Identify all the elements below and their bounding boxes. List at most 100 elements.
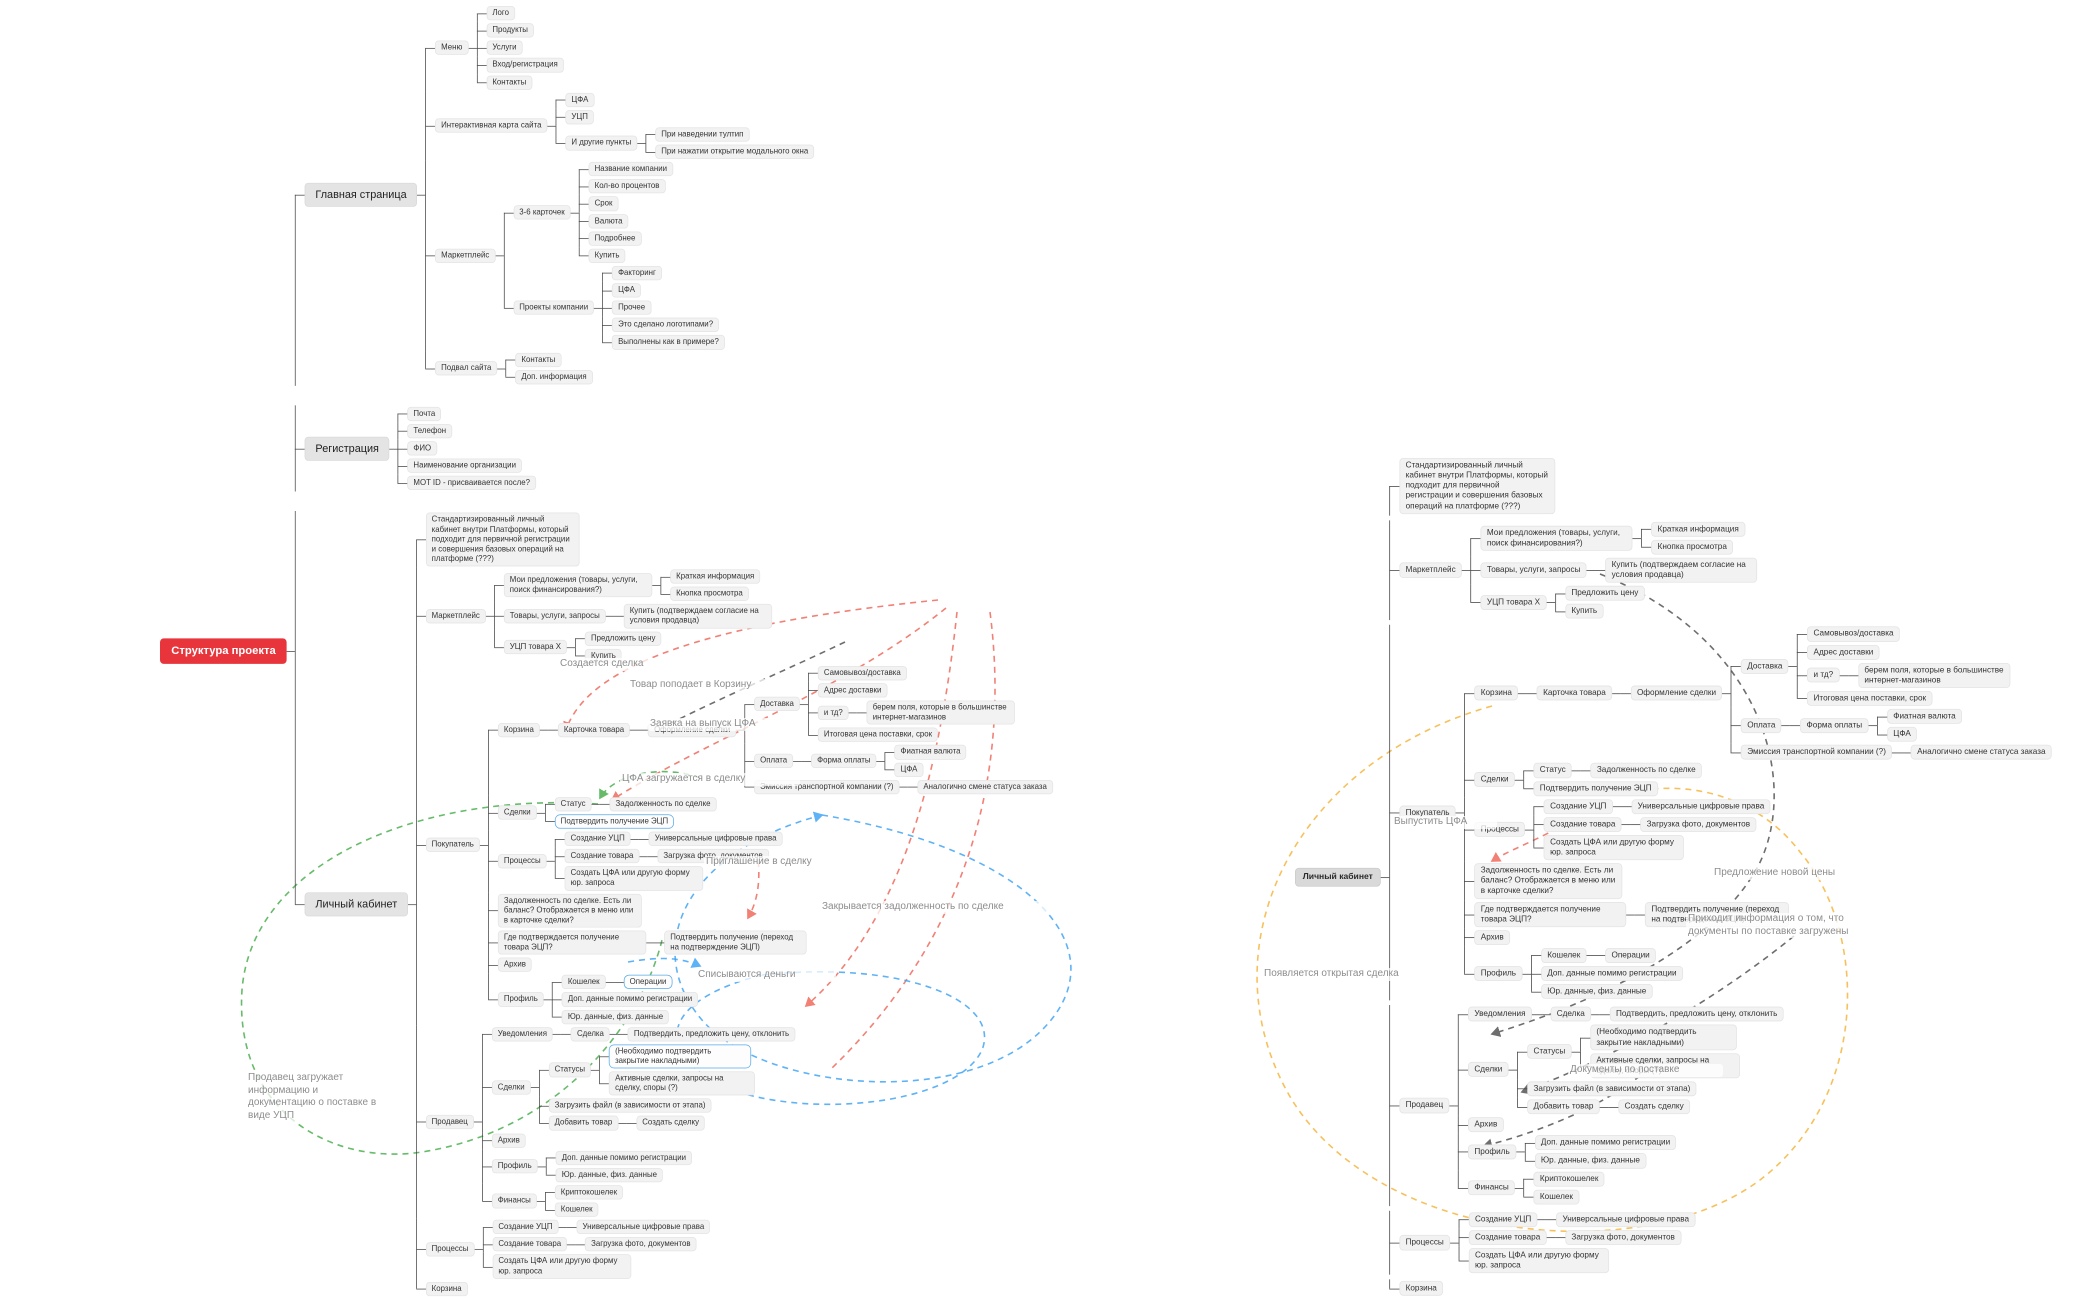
tree-node[interactable]: Корзина (497, 722, 540, 738)
tree-node[interactable]: Подтвердить, предложить цену, отклонить (627, 1026, 796, 1042)
tree-node[interactable]: Адрес доставки (1807, 644, 1880, 660)
tree-node[interactable]: Профиль (497, 992, 544, 1007)
tree-node[interactable]: Профиль (1468, 1144, 1516, 1160)
tree-node[interactable]: Загрузка фото, документов (585, 1237, 697, 1252)
tree-node[interactable]: Маркетплейс (435, 248, 496, 263)
tree-node[interactable]: Эмиссия транспортной компании (?) (1741, 744, 1893, 760)
tree-node[interactable]: берем поля, которые в большинстве интерн… (1858, 662, 2011, 688)
tree-node[interactable]: Создать ЦФА или другую форму юр. запроса (1468, 1248, 1609, 1274)
tree-node[interactable]: Мои предложения (товары, услуги, поиск ф… (1480, 525, 1633, 551)
tree-node[interactable]: Карточка товара (557, 722, 631, 738)
tree-node[interactable]: Это сделано логотипами? (612, 317, 720, 333)
tree-node[interactable]: Загрузка фото, документов (1640, 817, 1757, 832)
tree-node[interactable]: Уведомления (1468, 1006, 1532, 1022)
tree-node[interactable]: Где подтверждается получение товара ЭЦП? (497, 930, 647, 955)
tree-node[interactable]: Загрузить файл (в зависимости от этапа) (1527, 1081, 1697, 1097)
tree-node[interactable]: Самовывоз/доставка (1807, 626, 1900, 642)
tree-node[interactable]: Подробнее (588, 231, 642, 246)
tree-node[interactable]: Контакты (486, 75, 533, 90)
tree-node[interactable]: Создание товара (564, 848, 640, 864)
tree-node[interactable]: Итоговая цена поставки, срок (817, 727, 939, 743)
tree-node[interactable]: Процессы (497, 853, 547, 869)
tree-node[interactable]: Регистрация (304, 436, 390, 461)
tree-node[interactable]: Кошелек (1533, 1189, 1580, 1205)
tree-node[interactable]: Корзина (1474, 685, 1519, 701)
tree-node[interactable]: 3-6 карточек (513, 205, 571, 220)
tree-node[interactable]: Личный кабинет (304, 892, 408, 917)
tree-node[interactable]: Доп. данные помимо регистрации (1541, 966, 1683, 981)
tree-node[interactable]: Подтвердить получение ЭЦП (1533, 781, 1658, 796)
tree-node[interactable]: Универсальные цифровые права (648, 831, 783, 846)
tree-node[interactable]: Купить (подтверждаем согласие на условия… (1605, 557, 1758, 583)
tree-node[interactable]: Личный кабинет (1295, 867, 1381, 887)
tree-node[interactable]: Карточка товара (1536, 685, 1613, 701)
tree-node[interactable]: Подвал сайта (435, 361, 498, 376)
tree-node[interactable]: Кол-во процентов (588, 179, 666, 194)
tree-node[interactable]: Добавить товар (548, 1115, 619, 1131)
tree-node[interactable]: Задолженность по сделке (1590, 762, 1702, 778)
tree-node[interactable]: Самовывоз/доставка (817, 665, 907, 681)
tree-node[interactable]: Доставка (1741, 658, 1789, 674)
tree-node[interactable]: Форма оплаты (1800, 717, 1869, 733)
tree-node[interactable]: Краткая информация (670, 569, 761, 584)
tree-node[interactable]: Лого (486, 6, 515, 21)
tree-node[interactable]: Процессы (1399, 1235, 1451, 1251)
tree-node[interactable]: Универсальные цифровые права (1556, 1212, 1696, 1228)
tree-node[interactable]: ЦФА (894, 762, 924, 777)
tree-node[interactable]: Структура проекта (160, 637, 287, 665)
tree-node[interactable]: Создание УЦП (1543, 799, 1613, 814)
tree-node[interactable]: Операции (1605, 948, 1656, 963)
tree-node[interactable]: Сделки (1474, 771, 1515, 787)
tree-node[interactable]: Статусы (548, 1062, 592, 1078)
tree-node[interactable]: ЦФА (612, 283, 641, 298)
tree-node[interactable]: Задолженность по сделке (609, 797, 717, 812)
tree-node[interactable]: Создать ЦФА или другую форму юр. запроса (564, 866, 704, 891)
tree-node[interactable]: Покупатель (425, 837, 480, 853)
tree-node[interactable]: Сделка (1550, 1006, 1592, 1022)
tree-node[interactable]: Маркетплейс (425, 608, 486, 624)
tree-node[interactable]: Маркетплейс (1399, 562, 1462, 578)
tree-node[interactable]: Наименование организации (407, 458, 522, 473)
tree-node[interactable]: Интерактивная карта сайта (435, 118, 548, 133)
tree-node[interactable]: Стандартизированный личный кабинет внутр… (1399, 458, 1556, 514)
tree-node[interactable]: Уведомления (491, 1026, 553, 1042)
tree-node[interactable]: Архив (1468, 1117, 1504, 1133)
tree-node[interactable]: Доп. данные помимо регистрации (555, 1150, 693, 1165)
tree-node[interactable]: При наведении тултип (655, 127, 750, 142)
tree-node[interactable]: Купить (588, 248, 626, 263)
tree-node[interactable]: Создать сделку (636, 1115, 706, 1131)
tree-node[interactable]: Подтвердить получение (переход на подтве… (664, 930, 807, 955)
tree-node[interactable]: Универсальные цифровые права (576, 1219, 711, 1235)
tree-node[interactable]: Создание УЦП (564, 831, 631, 846)
tree-node[interactable]: Юр. данные, физ. данные (1541, 984, 1653, 1000)
tree-node[interactable]: Задолженность по сделке. Есть ли баланс?… (1474, 863, 1623, 899)
tree-node[interactable]: Создать ЦФА или другую форму юр. запроса (492, 1254, 631, 1279)
tree-node[interactable]: Загрузить файл (в зависимости от этапа) (548, 1098, 712, 1113)
tree-node[interactable]: Архив (491, 1133, 526, 1148)
tree-node[interactable]: Юр. данные, физ. данные (555, 1167, 663, 1183)
tree-node[interactable]: Доставка (754, 696, 800, 712)
tree-node[interactable]: Юр. данные, физ. данные (561, 1009, 670, 1024)
tree-node[interactable]: Операции (623, 974, 673, 990)
tree-node[interactable]: Корзина (1399, 1281, 1443, 1296)
tree-node[interactable]: и тд? (1807, 667, 1840, 683)
tree-node[interactable]: Выполнены как в примере? (612, 335, 725, 350)
tree-node[interactable]: Прочее (612, 300, 652, 315)
tree-node[interactable]: И другие пункты (565, 135, 638, 151)
tree-node[interactable]: УЦП товара X (1480, 594, 1547, 610)
tree-node[interactable]: Профиль (491, 1159, 538, 1174)
tree-node[interactable]: Универсальные цифровые права (1631, 799, 1771, 814)
tree-node[interactable]: Кошелек (1541, 948, 1587, 963)
tree-node[interactable]: Стандартизированный личный кабинет внутр… (425, 512, 580, 567)
tree-node[interactable]: Статус (554, 797, 592, 812)
tree-node[interactable]: Вход/регистрация (486, 57, 564, 73)
tree-node[interactable]: Активные сделки, запросы на сделку, спор… (609, 1071, 756, 1096)
tree-node[interactable]: берем поля, которые в большинстве интерн… (866, 700, 1016, 725)
tree-node[interactable]: Создать ЦФА или другую форму юр. запроса (1543, 835, 1685, 861)
tree-node[interactable]: Криптокошелек (554, 1185, 624, 1200)
tree-node[interactable]: Доп. данные помимо регистрации (561, 992, 699, 1007)
tree-node[interactable]: Корзина (425, 1281, 468, 1296)
tree-node[interactable]: Итоговая цена поставки, срок (1807, 690, 1933, 706)
tree-node[interactable]: Сделка (570, 1026, 610, 1042)
